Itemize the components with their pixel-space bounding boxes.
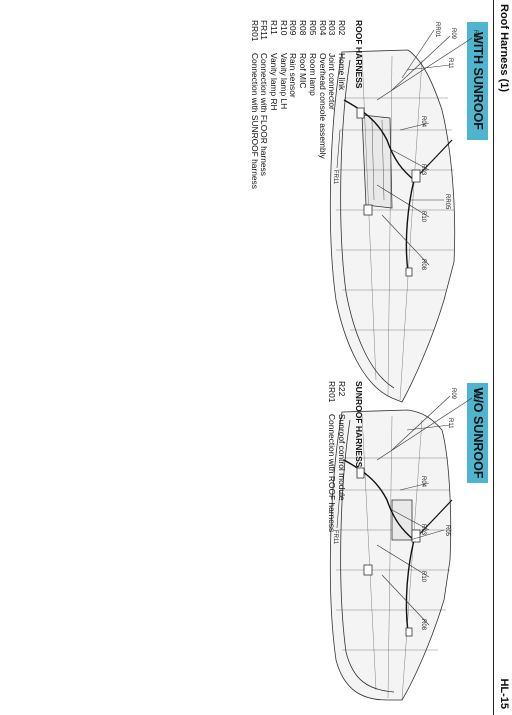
legend-row: R09Rain sensor <box>288 20 298 189</box>
legend-desc: Roof MIC <box>298 53 309 89</box>
legend-row: FR11Connection with FLOOR harness <box>259 20 269 189</box>
sunroof-harness-title: SUNROOF HARNESS <box>354 381 364 468</box>
callout-r05-right: R05 <box>444 525 450 537</box>
callout-r03-left: R03 <box>420 164 426 176</box>
legend-code: R05 <box>307 20 318 36</box>
roof-harness-title: ROOF HARNESS <box>354 20 364 89</box>
callout-r02-right: R02 <box>472 390 478 402</box>
headliner-without-sunroof <box>329 409 453 701</box>
callout-r10-right: R10 <box>420 571 426 583</box>
legend-desc: Connection with FLOOR harness <box>259 53 270 176</box>
callout-r11-left: R11 <box>447 58 453 69</box>
legend-code: R02 <box>337 20 347 36</box>
legend-desc: Home link <box>337 53 347 91</box>
legend-row: R04Overhead console assembly <box>317 20 328 189</box>
leader-lines-right <box>336 395 473 626</box>
legend-desc: Rain sensor <box>288 53 299 98</box>
callout-r04-right: R04 <box>420 476 426 488</box>
callout-rr05-left: RR05 <box>444 194 450 210</box>
legend-desc: Vanity lamp LH <box>278 53 289 110</box>
legend-code: R04 <box>317 20 328 36</box>
legend-desc: Vanity lamp RH <box>269 53 280 111</box>
callout-r03-right: R03 <box>420 524 426 536</box>
legend-row: RR01Connection with SUNROOF harness <box>249 20 260 189</box>
callout-r08-left: R08 <box>420 259 426 271</box>
legend-row: RR01Connection with ROOF harness <box>327 381 337 532</box>
callout-labels-right: R11 R09 R02 R05 R04 R03 R10 R08 FR11 <box>332 388 478 631</box>
sunroof-harness-legend: R22Sunroof control module RR01Connection… <box>327 381 347 532</box>
callout-r10-left: R10 <box>420 211 426 223</box>
callout-r09-right: R09 <box>450 388 456 400</box>
legend-desc: Connection with SUNROOF harness <box>249 53 260 189</box>
callout-r09-left: R09 <box>450 28 456 40</box>
callout-r02-left: R02 <box>472 30 478 42</box>
legend-code: R09 <box>288 20 299 36</box>
legend-row: R11Vanity lamp RH <box>268 20 280 189</box>
legend-row: R02Home link <box>336 20 347 189</box>
legend-code: RR01 <box>327 381 338 403</box>
legend-code: R10 <box>278 20 289 36</box>
legend-code: R22 <box>337 381 347 397</box>
callout-fr11-left: FR11 <box>332 170 338 185</box>
callout-r04-left: R04 <box>420 116 426 128</box>
legend-desc: Sunroof control module <box>337 414 347 501</box>
legend-desc: Connection with ROOF harness <box>327 414 338 533</box>
callout-fr11-right: FR11 <box>332 530 338 545</box>
callout-labels-left: R11 RR01 R09 R02 RR05 R04 R03 R10 R08 FR… <box>332 22 478 271</box>
legend-code: RR01 <box>249 20 260 42</box>
callout-r11-right: R11 <box>447 418 453 429</box>
legend-row: R22Sunroof control module <box>336 381 347 532</box>
callout-r08-right: R08 <box>420 619 426 631</box>
roof-harness-legend: R02Home link R03Joint connector R04Overh… <box>249 20 347 189</box>
legend-code: R11 <box>269 20 280 35</box>
legend-code: R08 <box>298 20 309 36</box>
legend-desc: Joint connector <box>327 53 338 110</box>
legend-row: R03Joint connector <box>327 20 337 189</box>
legend-code: R03 <box>327 20 338 36</box>
callout-rr01-left: RR01 <box>434 22 440 38</box>
leader-lines-left <box>336 29 473 266</box>
legend-row: R05Room lamp <box>307 20 318 189</box>
legend-desc: Room lamp <box>307 53 318 96</box>
legend-row: R08Roof MIC <box>297 20 309 189</box>
legend-code: FR11 <box>259 20 270 40</box>
legend-desc: Overhead console assembly <box>317 53 328 159</box>
legend-row: R10Vanity lamp LH <box>278 20 289 189</box>
